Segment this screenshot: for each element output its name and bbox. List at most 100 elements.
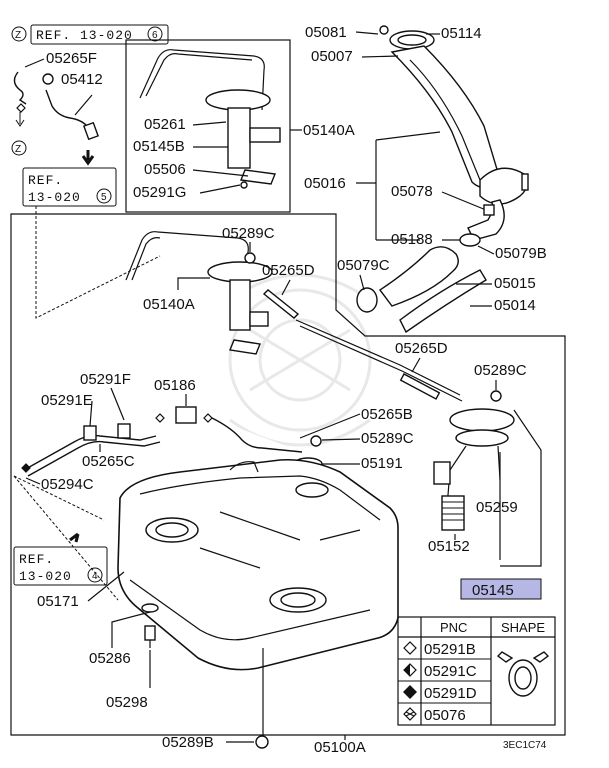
part-05015[interactable]: 05015 [456,275,536,292]
part-05289C-2[interactable]: 05289C [474,362,527,402]
label-05007: 05007 [311,48,353,65]
label-05265B: 05265B [361,406,413,423]
part-05289C-1[interactable]: 05289C [222,225,275,264]
part-05291E[interactable]: 05291E [41,392,93,427]
part-05014[interactable]: 05014 [470,297,536,314]
ref-13-020-6-callout[interactable]: Z REF. 13-020 6 [11,24,169,45]
label-05289C-1: 05289C [222,225,275,242]
fuel-line-left-illustration[interactable] [21,406,303,477]
part-05265D-1[interactable]: 05265D [262,262,315,319]
part-05114[interactable]: 05114 [426,25,482,42]
part-05506[interactable]: 05506 [144,161,249,178]
part-05265B[interactable]: 05265B [299,406,413,439]
filler-neck-illustration[interactable] [389,30,529,241]
watermark-emblem [228,273,372,447]
label-05140A-mid: 05140A [143,296,195,313]
label-05014: 05014 [494,297,536,314]
part-05171[interactable]: 05171 [37,571,125,610]
part-05100A[interactable]: 05100A [262,648,366,756]
part-05016[interactable]: 05016 [304,131,441,241]
label-05286: 05286 [89,650,131,667]
part-05140A-mid[interactable]: 05140A [143,277,210,313]
part-05145B[interactable]: 05145B [133,138,228,155]
label-05114: 05114 [441,25,482,42]
diamond-cross-icon [403,707,417,721]
part-05261[interactable]: 05261 [144,116,227,133]
label-05294C: 05294C [41,476,94,493]
diamond-filled-icon [403,685,417,699]
part-05291F[interactable]: 05291F [80,371,131,421]
part-05291G[interactable]: 05291G [133,181,248,201]
label-05079C: 05079C [337,257,390,274]
label-05291G: 05291G [133,184,186,201]
label-05289C-3: 05289C [361,430,414,447]
part-05007[interactable]: 05007 [311,48,399,65]
fuel-pump-assembly-right-illustration[interactable] [433,408,515,531]
part-05265F[interactable]: 05265F Z [11,50,97,156]
part-05188[interactable]: 05188 [391,231,481,248]
label-05186: 05186 [154,377,196,394]
footer-diagram-code: 3EC1C74 [503,740,547,751]
ref-label-bottom-line1: REF. [19,552,54,567]
filler-hose-illustration[interactable] [356,246,487,334]
label-05152: 05152 [428,538,470,555]
label-05079B: 05079B [495,245,547,262]
kit-05140A-box [125,39,291,213]
label-05265D-1: 05265D [262,262,315,279]
label-05265D-2: 05265D [395,340,448,357]
part-05079B[interactable]: 05079B [477,245,547,262]
label-05188: 05188 [391,231,433,248]
part-05265C[interactable]: 05265C [82,444,135,470]
label-05015: 05015 [494,275,536,292]
label-05298: 05298 [106,694,148,711]
diamond-outline-icon [403,641,417,655]
legend-pnc-05076: 05076 [424,707,466,724]
part-05145-bracket [500,409,542,567]
part-05079C[interactable]: 05079C [337,257,390,291]
part-05152[interactable]: 05152 [428,534,470,555]
ref-circle-bottom: 4 [92,571,98,582]
hose-clamp-shape-icon [496,651,550,697]
part-05145-highlighted[interactable]: 05145 [460,578,542,600]
legend-header-shape: SHAPE [501,620,545,635]
part-05259[interactable]: 05259 [476,452,518,560]
label-05259: 05259 [476,499,518,516]
ref-label-mid-line2: 13-020 [28,190,81,205]
label-05291E: 05291E [41,392,93,409]
ref-circle-mid: 5 [101,192,107,203]
label-05191: 05191 [361,455,403,472]
label-05289B: 05289B [162,734,214,751]
label-05265C: 05265C [82,453,135,470]
label-05145B: 05145B [133,138,185,155]
part-05294C[interactable]: 05294C [25,476,94,493]
legend-pnc-05291D: 05291D [424,685,477,702]
part-05078[interactable]: 05078 [391,183,495,216]
ref-label-mid-line1: REF. [28,173,63,188]
part-05265D-2[interactable]: 05265D [395,340,448,400]
part-05286-05298[interactable]: 05286 05298 [89,603,159,711]
legend-pnc-05291B: 05291B [424,641,476,658]
legend-header-pnc: PNC [440,620,467,635]
fuel-pump-module-mid-illustration[interactable] [125,231,273,355]
label-05140A-top: 05140A [303,122,355,139]
label-05261: 05261 [144,116,186,133]
part-05412[interactable]: 05412 [42,71,103,166]
part-05186[interactable]: 05186 [154,377,196,406]
part-05081[interactable]: 05081 [305,24,389,41]
ref-circle-top: 6 [152,30,158,41]
fuel-pump-module-top-illustration[interactable] [139,49,281,185]
label-05412: 05412 [61,71,103,88]
ref-label-bottom-line2: 13-020 [19,569,72,584]
label-05081: 05081 [305,24,347,41]
z-marker-label: Z [15,30,21,41]
fuel-tank-illustration[interactable] [117,458,399,671]
ref-13-020-5-callout[interactable]: REF. 13-020 5 [22,167,117,207]
part-05289C-3[interactable]: 05289C [310,430,414,447]
part-05140A-top[interactable]: 05140A [290,122,355,139]
part-05289B[interactable]: 05289B [162,734,269,751]
label-05078: 05078 [391,183,433,200]
label-05171: 05171 [37,593,79,610]
ref-13-020-4-callout[interactable]: REF. 13-020 4 [13,546,108,586]
label-05506: 05506 [144,161,186,178]
